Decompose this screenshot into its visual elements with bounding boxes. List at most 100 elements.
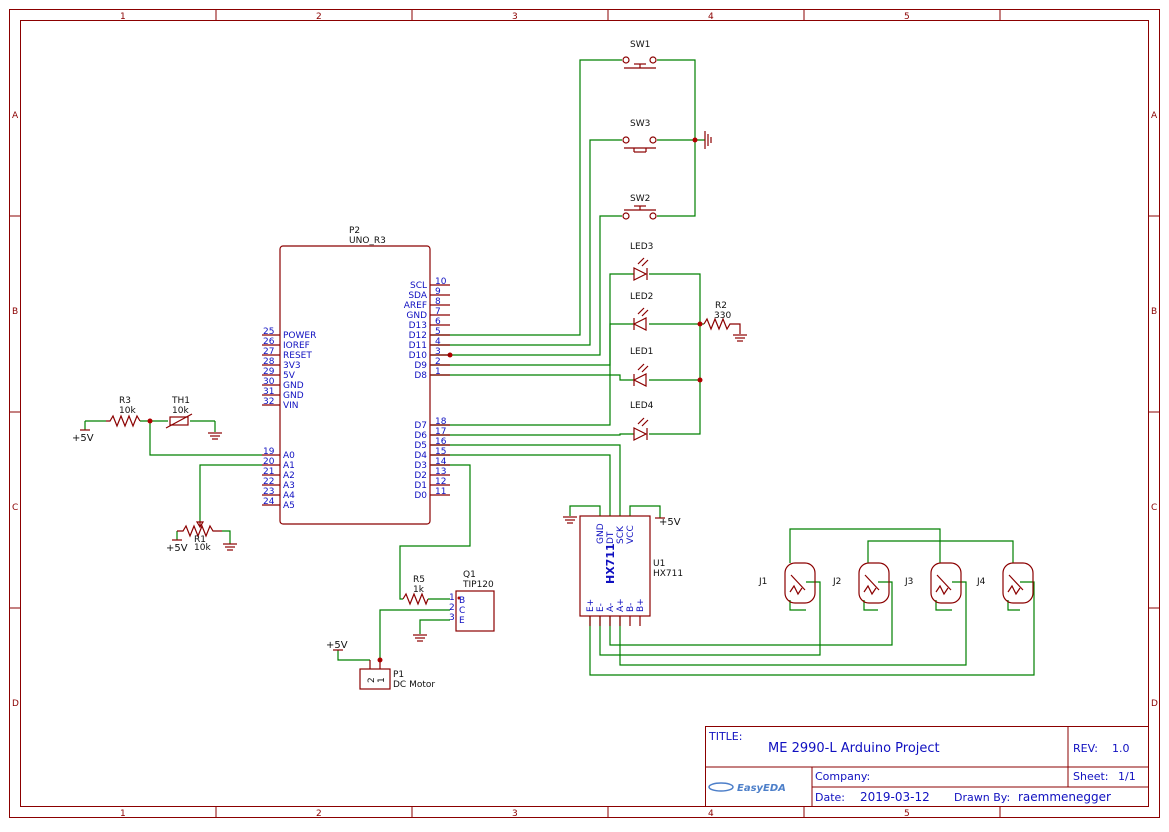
p2-pin-num-1: 1 xyxy=(435,367,441,377)
resistor-r3: R3 10k xyxy=(106,396,141,428)
zone-bottom-3: 3 xyxy=(512,809,518,819)
u1-pin-E-: E- xyxy=(596,603,606,612)
ground-q1 xyxy=(413,634,427,642)
p2-pin-label-SCL: SCL xyxy=(410,281,427,291)
p2-pin-num-23: 23 xyxy=(263,487,274,497)
logo-text: EasyEDA xyxy=(737,783,786,794)
p2-pin-num-16: 16 xyxy=(435,437,447,447)
ground-th1 xyxy=(208,432,222,440)
company-label: Company: xyxy=(815,770,870,783)
r1-value: 10k xyxy=(194,543,211,553)
p2-pin-num-12: 12 xyxy=(435,477,446,487)
r2-value: 330 xyxy=(714,311,731,321)
p2-pin-num-6: 6 xyxy=(435,317,441,327)
motor-p1: 2 1 P1 DC Motor xyxy=(359,660,435,690)
power-5v-r3: +5V xyxy=(72,429,94,444)
p1-value: DC Motor xyxy=(393,680,435,690)
p2-pin-label-3V3: 3V3 xyxy=(283,361,301,371)
u1-pin-B+: B+ xyxy=(636,598,646,612)
p2-pin-label-D3: D3 xyxy=(414,461,427,471)
q1-pin-b: B xyxy=(459,596,465,606)
p2-pin-num-25: 25 xyxy=(263,327,274,337)
ground-symbol-switches xyxy=(704,131,712,149)
zone-top-4: 4 xyxy=(708,12,714,22)
led-led3: LED3 xyxy=(630,242,653,281)
zone-bottom-1: 1 xyxy=(120,809,126,819)
zone-left-a: A xyxy=(12,111,19,121)
p2-pin-num-15: 15 xyxy=(435,447,446,457)
p2-pin-label-D1: D1 xyxy=(414,481,427,491)
p2-pin-num-30: 30 xyxy=(263,377,275,387)
ground-r1 xyxy=(223,543,237,551)
drawing-frame: 1 2 3 4 5 1 2 3 4 5 A B C D A B C D xyxy=(9,9,1160,819)
drawn-by-label: Drawn By: xyxy=(954,791,1010,804)
zone-left-b: B xyxy=(12,307,18,317)
p2-pin-label-D5: D5 xyxy=(414,441,427,451)
p2-pin-label-A0: A0 xyxy=(283,451,295,461)
p2-pin-label-A3: A3 xyxy=(283,481,295,491)
power-5v-r1: +5V xyxy=(166,539,188,554)
vcc-label-motor: +5V xyxy=(326,640,348,651)
p2-pin-num-24: 24 xyxy=(263,497,275,507)
load-cell-ref-j3: J3 xyxy=(904,577,913,587)
zone-right-a: A xyxy=(1151,111,1158,121)
p2-pin-num-18: 18 xyxy=(435,417,447,427)
p2-pin-num-8: 8 xyxy=(435,297,441,307)
p2-pin-label-A2: A2 xyxy=(283,471,295,481)
switch-sw3: SW3 xyxy=(622,119,657,153)
zone-right-c: C xyxy=(1151,503,1157,513)
p2-pin-label-A4: A4 xyxy=(283,491,295,501)
load-cell-ref-j1: J1 xyxy=(758,577,767,587)
p2-pin-label-GND: GND xyxy=(406,311,427,321)
led2-ref: LED2 xyxy=(630,292,653,302)
p2-pin-num-27: 27 xyxy=(263,347,274,357)
led3-ref: LED3 xyxy=(630,242,653,252)
p2-pin-label-IOREF: IOREF xyxy=(283,341,310,351)
title-block: TITLE: ME 2990-L Arduino Project REV: 1.… xyxy=(705,726,1149,807)
p2-pin-label-D7: D7 xyxy=(414,421,427,431)
transistor-q1: Q1 TIP120 1 2 3 B C E xyxy=(449,570,495,632)
u1-value: HX711 xyxy=(653,569,683,579)
p2-pin-label-POWER: POWER xyxy=(283,331,316,341)
sw2-ref: SW2 xyxy=(630,194,650,204)
q1-pin-c: C xyxy=(459,606,465,616)
p2-pin-num-2: 2 xyxy=(435,357,441,367)
sw3-ref: SW3 xyxy=(630,119,650,129)
led1-ref: LED1 xyxy=(630,347,653,357)
power-5v-u1: +5V xyxy=(655,517,681,528)
vcc-label-r1: +5V xyxy=(166,543,188,554)
date-label: Date: xyxy=(815,791,845,804)
led-led2: LED2 xyxy=(630,292,653,331)
zone-top-2: 2 xyxy=(316,12,322,22)
p2-pin-num-7: 7 xyxy=(435,307,441,317)
power-5v-motor: +5V xyxy=(326,640,348,651)
p2-pin-num-22: 22 xyxy=(263,477,274,487)
r5-ref: R5 xyxy=(413,575,425,585)
p2-pin-num-4: 4 xyxy=(435,337,441,347)
led-led4: LED4 xyxy=(630,401,654,441)
switch-sw1: SW1 xyxy=(622,40,657,69)
p1-pin-2: 2 xyxy=(367,677,377,683)
zone-top-3: 3 xyxy=(512,12,518,22)
u1-body-label: HX711 xyxy=(604,543,617,584)
sheet-value: 1/1 xyxy=(1118,770,1136,783)
zone-left-c: C xyxy=(12,503,18,513)
q1-ref: Q1 xyxy=(463,570,476,580)
switch-sw2: SW2 xyxy=(622,194,657,220)
p2-pin-label-AREF: AREF xyxy=(404,301,427,311)
u1-pin-VCC: VCC xyxy=(626,525,636,544)
load-cell-ref-j4: J4 xyxy=(976,577,986,587)
zone-bottom-4: 4 xyxy=(708,809,714,819)
load-cell-ref-j2: J2 xyxy=(832,577,841,587)
sheet-label: Sheet: xyxy=(1073,770,1109,783)
p2-pin-label-D4: D4 xyxy=(414,451,427,461)
wires xyxy=(84,59,1035,676)
junctions xyxy=(147,137,703,663)
zone-right-b: B xyxy=(1151,307,1157,317)
drawn-by-value: raemmenegger xyxy=(1018,790,1111,804)
u1-pin-SCK: SCK xyxy=(616,525,626,544)
p2-pin-num-3: 3 xyxy=(435,347,441,357)
